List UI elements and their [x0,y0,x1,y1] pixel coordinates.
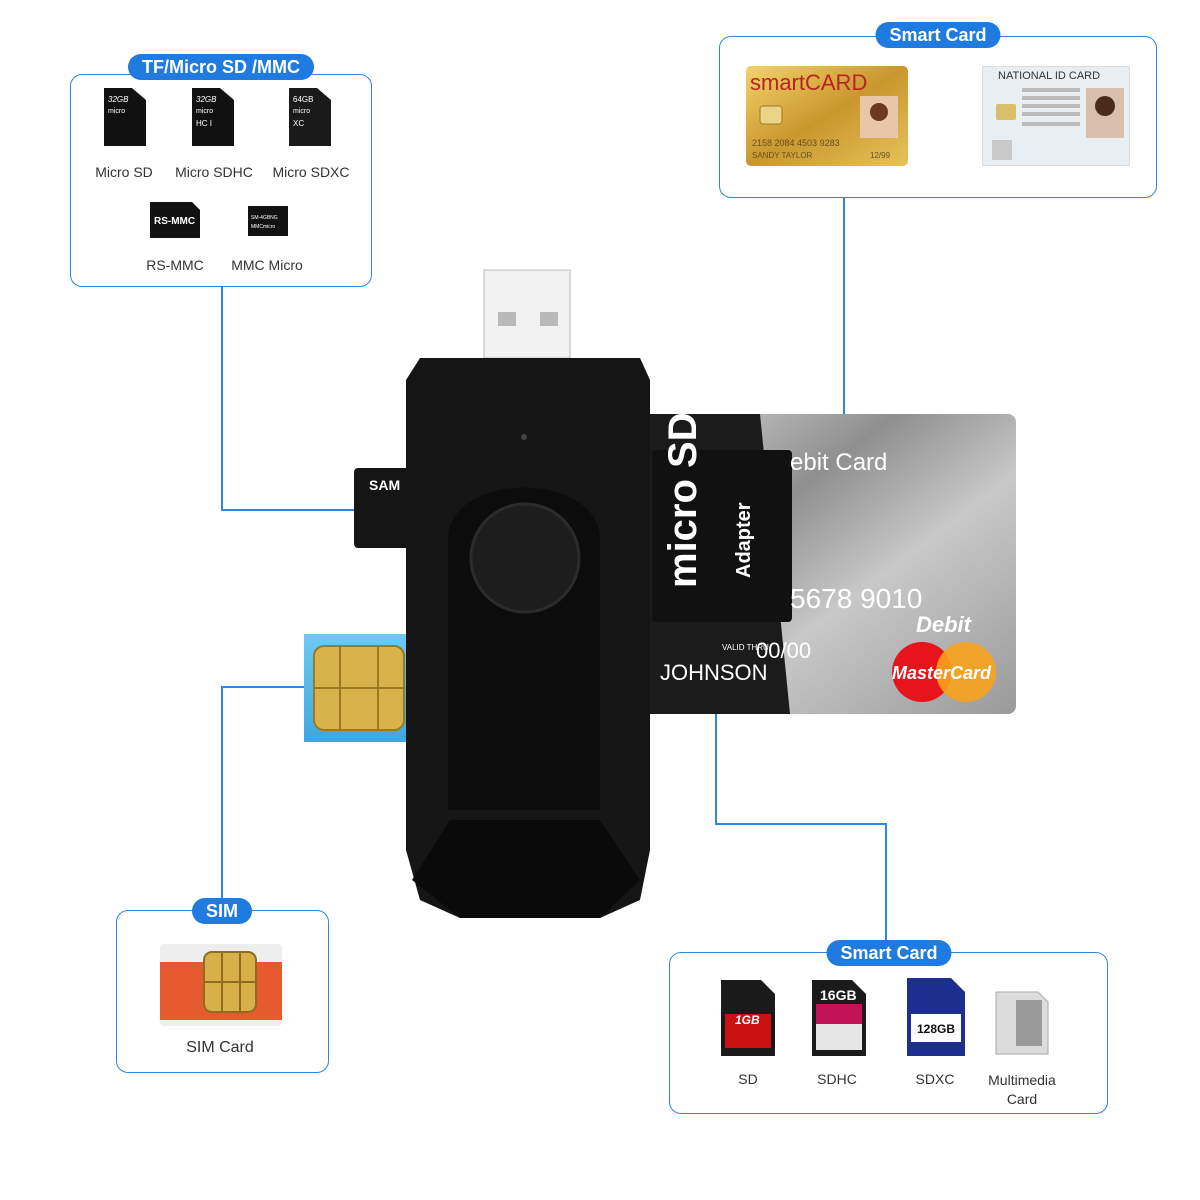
connector-sim-h [221,686,305,688]
caption-multimedia-card: Multimedia Card [988,1072,1056,1107]
svg-text:00/00: 00/00 [756,638,811,663]
smartcard-image: smartCARD 2158 2084 4503 9283 SANDY TAYL… [746,66,908,166]
caption-sim-card: SIM Card [186,1039,254,1056]
svg-text:2158 2084 4503 9283: 2158 2084 4503 9283 [752,138,840,148]
caption-micro-sdxc: Micro SDXC [272,164,350,180]
microsdhc-card-icon: 32GB micro HC I [192,88,234,146]
caption-mmc-micro: MMC Micro [231,257,303,273]
usb-card-reader-device: SAM micro SD Adapter ebit Card 5678 9010… [304,269,1016,918]
sim-card-icon [160,944,282,1026]
svg-text:RS-MMC: RS-MMC [154,216,195,227]
svg-text:micro SD: micro SD [661,412,705,588]
connector-smart-top [843,196,845,416]
svg-text:MasterCard: MasterCard [892,663,992,683]
svg-text:16GB: 16GB [820,987,857,1003]
svg-text:1GB: 1GB [735,1013,760,1027]
svg-text:ebit Card: ebit Card [790,449,887,476]
caption-micro-sd: Micro SD [95,164,153,180]
connector-smart-bottom [715,620,717,824]
svg-text:micro: micro [196,108,213,115]
svg-text:64GB: 64GB [293,95,313,104]
svg-text:NATIONAL ID CARD: NATIONAL ID CARD [998,70,1100,82]
svg-text:smartCARD: smartCARD [750,70,867,95]
caption-sd: SD [738,1071,758,1087]
connector-sim [221,686,223,910]
caption-micro-sdhc: Micro SDHC [175,164,253,180]
connector-smart-bottom-h [715,823,887,825]
sd-card-icon: 1GB [721,980,775,1056]
connector-smart-bottom-v [885,823,887,943]
caption-sdhc: SDHC [817,1071,857,1087]
svg-text:SANDY TAYLOR: SANDY TAYLOR [752,151,813,160]
connector-tf-h [221,509,356,511]
caption-rs-mmc: RS-MMC [146,257,204,273]
sdxc-card-icon: 128GB [907,978,965,1056]
mmc-micro-card-icon: SM-4GBNG MMCmicro [248,206,288,236]
smart-card-top-title: Smart Card [875,22,1001,48]
tf-panel-title: TF/Micro SD /MMC [128,54,314,80]
caption-sdxc: SDXC [915,1071,955,1087]
svg-text:HC I: HC I [196,119,212,128]
sdhc-card-icon: 16GB [812,980,866,1056]
svg-text:XC: XC [293,119,304,128]
smart-card-bottom-title: Smart Card [826,940,952,966]
microsdxc-card-icon: 64GB micro XC [289,88,331,146]
sim-panel-title: SIM [191,898,253,924]
svg-text:SM-4GBNG: SM-4GBNG [251,215,278,221]
svg-text:Debit: Debit [916,612,973,637]
svg-text:MMCmicro: MMCmicro [251,224,275,230]
svg-text:5678 9010: 5678 9010 [790,583,922,614]
connector-tf [221,286,223,510]
svg-text:32GB: 32GB [196,95,217,104]
rs-mmc-card-icon: RS-MMC [150,202,200,238]
svg-text:128GB: 128GB [917,1022,955,1036]
svg-text:micro: micro [108,108,125,115]
microsd-card-icon: 32GB micro [104,88,146,146]
svg-text:Adapter: Adapter [733,502,755,578]
svg-text:JOHNSON: JOHNSON [660,660,768,685]
multimedia-card-icon [995,991,1049,1055]
svg-text:32GB: 32GB [108,95,129,104]
national-id-card-image: NATIONAL ID CARD [982,66,1130,166]
svg-text:micro: micro [293,108,310,115]
svg-text:12/99: 12/99 [870,151,891,160]
svg-text:VALID THRU: VALID THRU [722,643,769,652]
svg-text:SAM: SAM [369,477,400,493]
